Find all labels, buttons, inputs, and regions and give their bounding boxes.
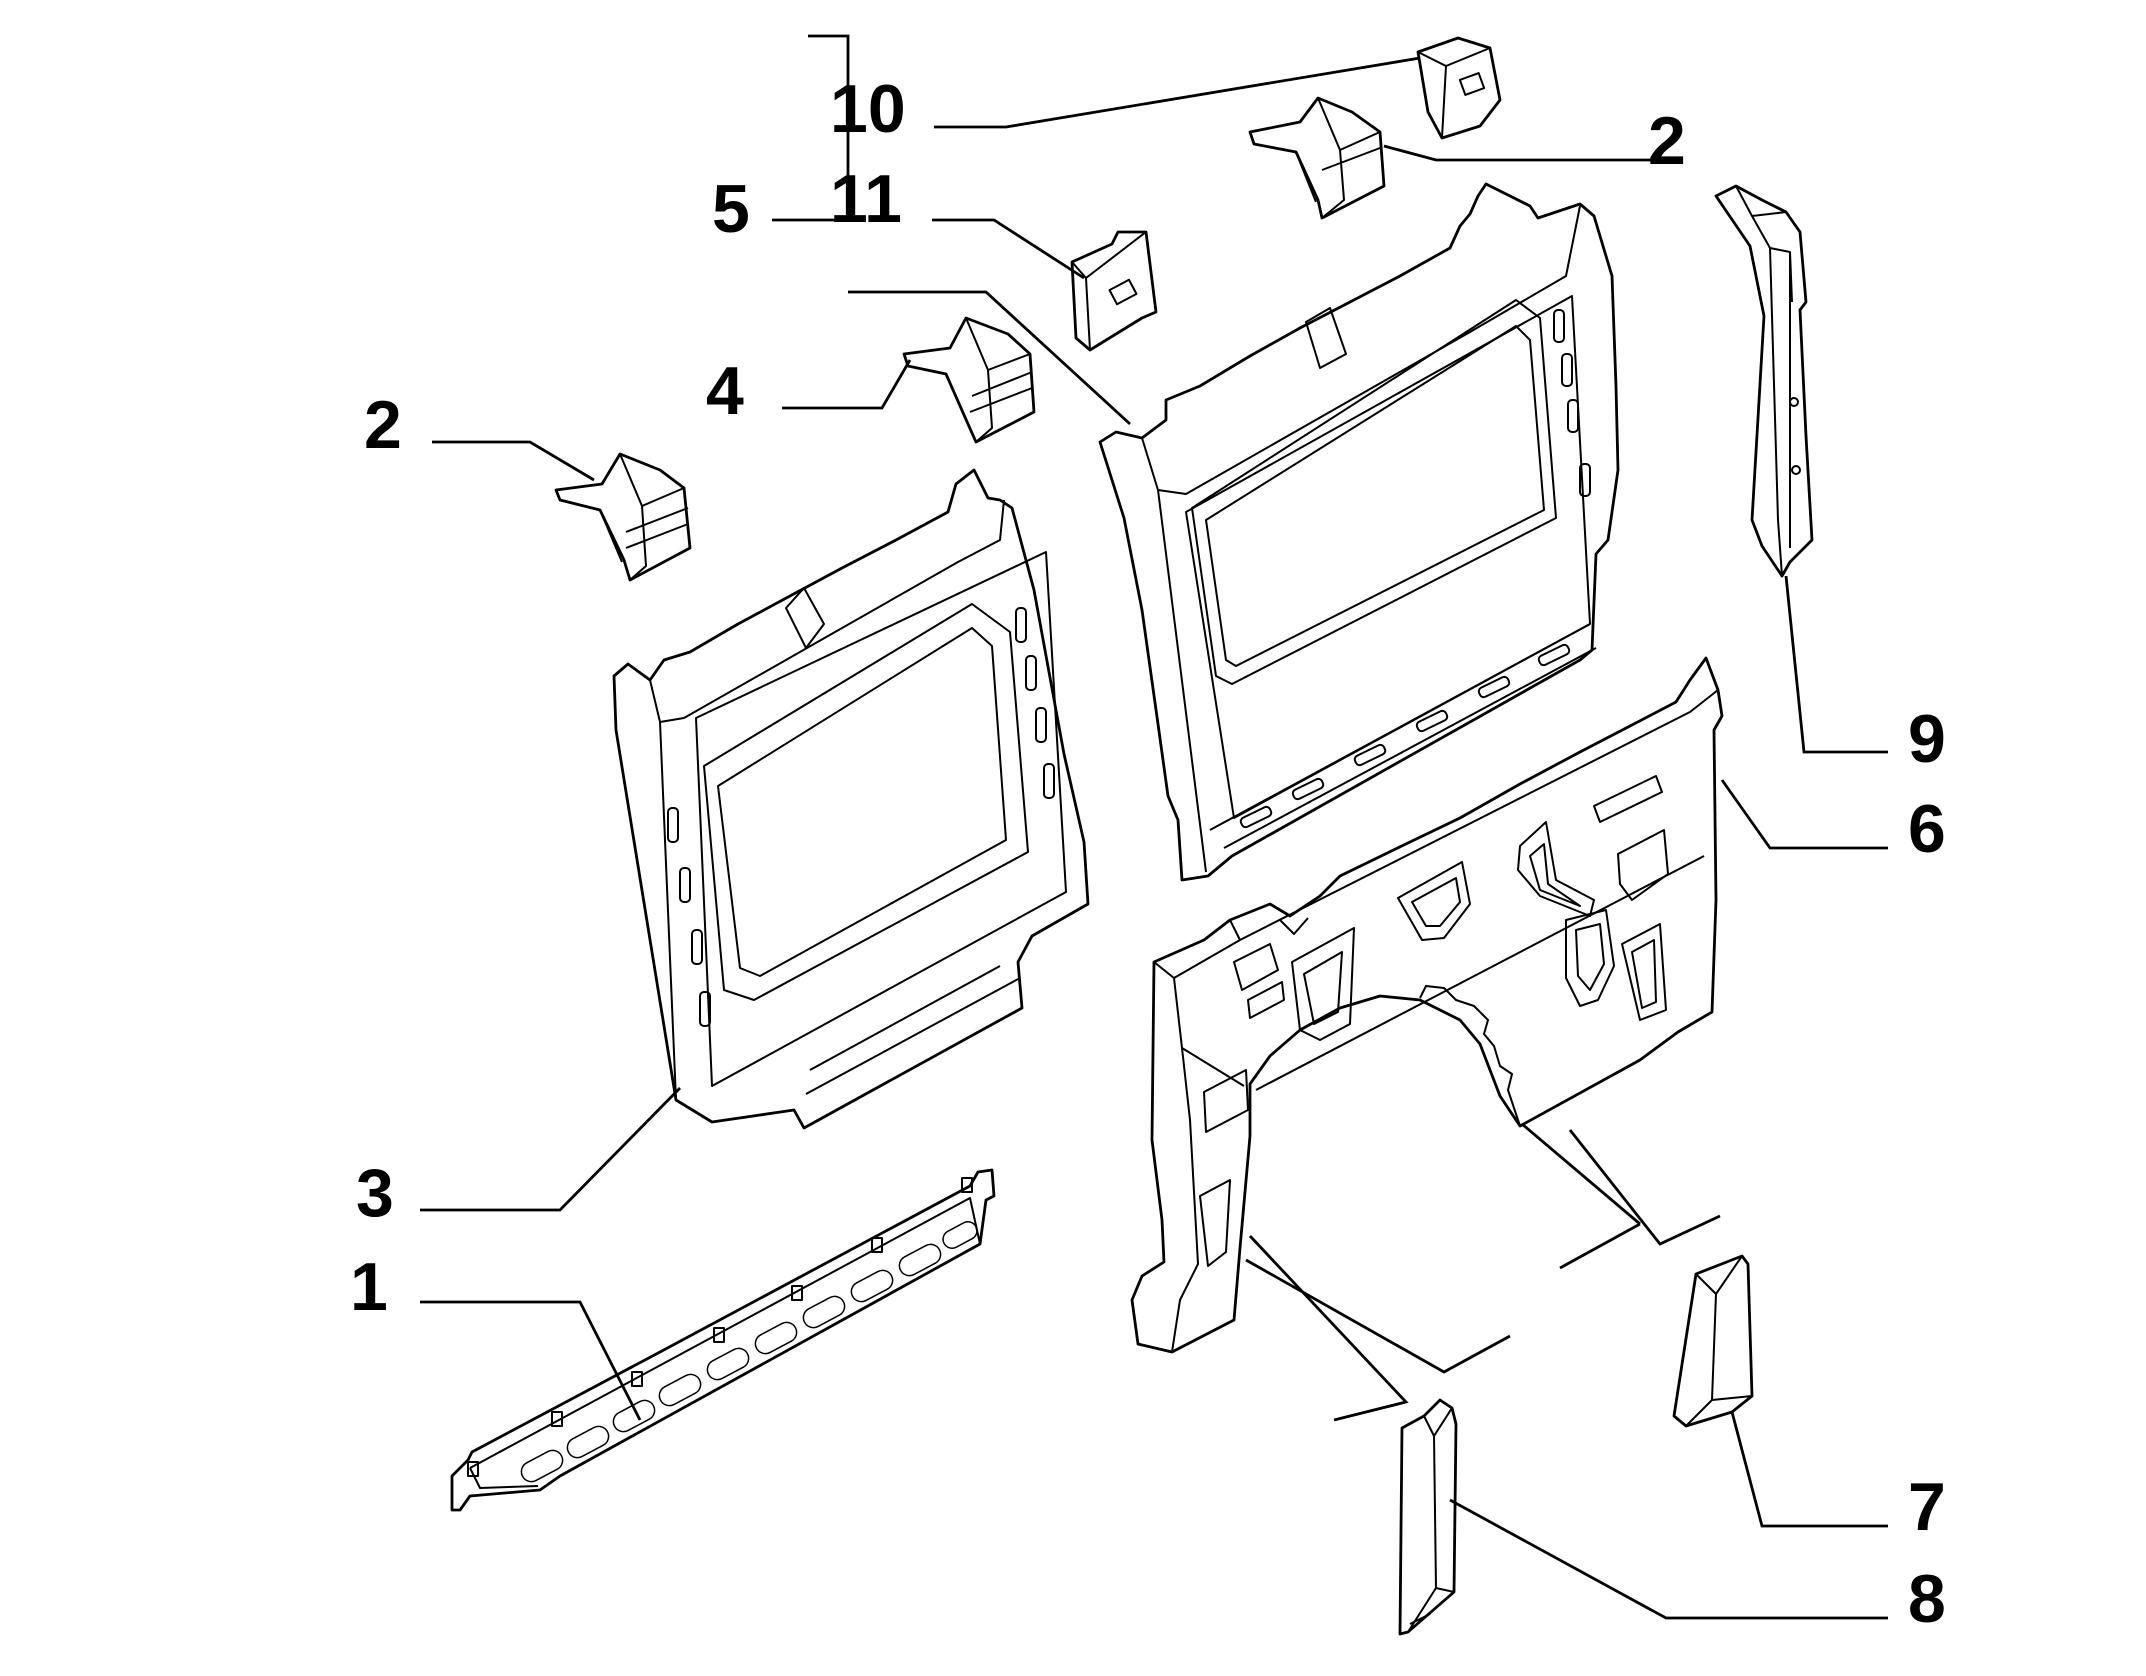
callout-7: 7 [1908,1469,1946,1545]
callout-1: 1 [350,1249,388,1325]
part-4-center-bracket [902,316,1036,444]
callout-8: 8 [1908,1561,1946,1637]
callout-10: 10 [830,71,906,147]
leader-lines [420,34,1888,1620]
part-1-sill [450,1168,996,1512]
part-2-left-bracket [554,452,692,582]
callout-2-right: 2 [1648,103,1686,179]
callout-5: 5 [712,171,750,247]
part-2-right-bracket [1248,96,1386,220]
callout-9: 9 [1908,701,1946,777]
callout-3: 3 [356,1155,394,1231]
part-8-trim [1398,1398,1458,1636]
part-10-corner-cap [1416,36,1502,140]
callout-4: 4 [706,353,744,429]
callout-labels: 10 5 11 2 4 2 9 6 3 1 7 8 [350,71,1946,1637]
part-5-window-panel-right [1098,182,1620,882]
callout-6: 6 [1908,791,1946,867]
part-9-pillar [1714,184,1814,578]
part-6-side-panel [1130,656,1724,1354]
callout-2-left: 2 [364,387,402,463]
part-11-small-bracket [1070,230,1158,352]
phantom-guide-lines [1245,1122,1721,1422]
part-3-window-panel-left [612,468,1090,1130]
callout-11: 11 [830,161,902,237]
part-7-trim [1672,1254,1754,1428]
